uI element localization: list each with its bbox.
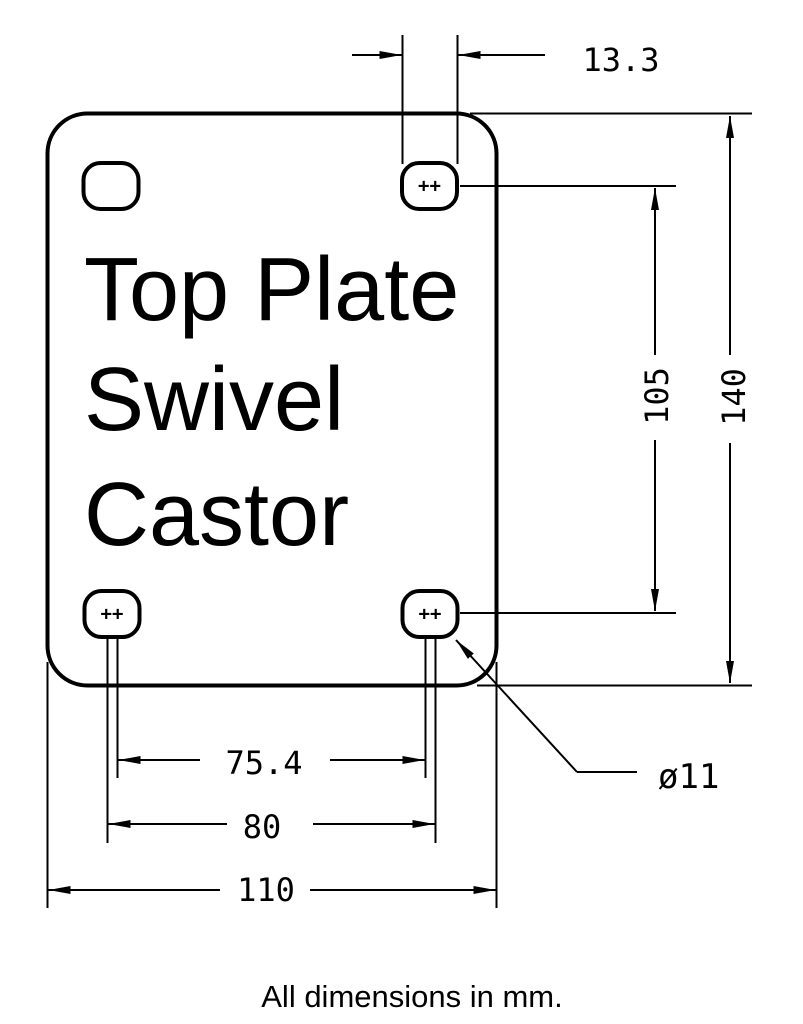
dim-label-plate-length: 140 xyxy=(715,368,753,426)
mounting-hole-bottom-left xyxy=(82,589,142,639)
dim-label-hole-diameter: ø11 xyxy=(658,757,719,797)
dim-label-plate-width: 110 xyxy=(237,871,295,909)
title-line-1: Top Plate xyxy=(84,240,459,340)
mounting-hole-bottom-right xyxy=(400,589,460,639)
title-line-2: Swivel xyxy=(84,350,344,450)
units-note: All dimensions in mm. xyxy=(261,979,562,1014)
dim-label-slot-length: 13.3 xyxy=(582,41,659,79)
mounting-hole-top-right xyxy=(400,161,459,211)
dim-label-hole-spacing-inner: 75.4 xyxy=(225,744,302,782)
center-mark-top-right: ++ xyxy=(418,175,441,197)
title-line-3: Castor xyxy=(84,465,349,565)
dim-label-hole-spacing-horizontal: 80 xyxy=(243,808,282,846)
plate-outline xyxy=(45,111,499,688)
center-mark-bottom-left: ++ xyxy=(101,603,124,625)
center-mark-bottom-right: ++ xyxy=(419,603,442,625)
dim-label-hole-spacing-vertical: 105 xyxy=(638,367,676,425)
leader-line-hole-diameter xyxy=(455,639,578,773)
mounting-hole-top-left xyxy=(81,161,141,211)
